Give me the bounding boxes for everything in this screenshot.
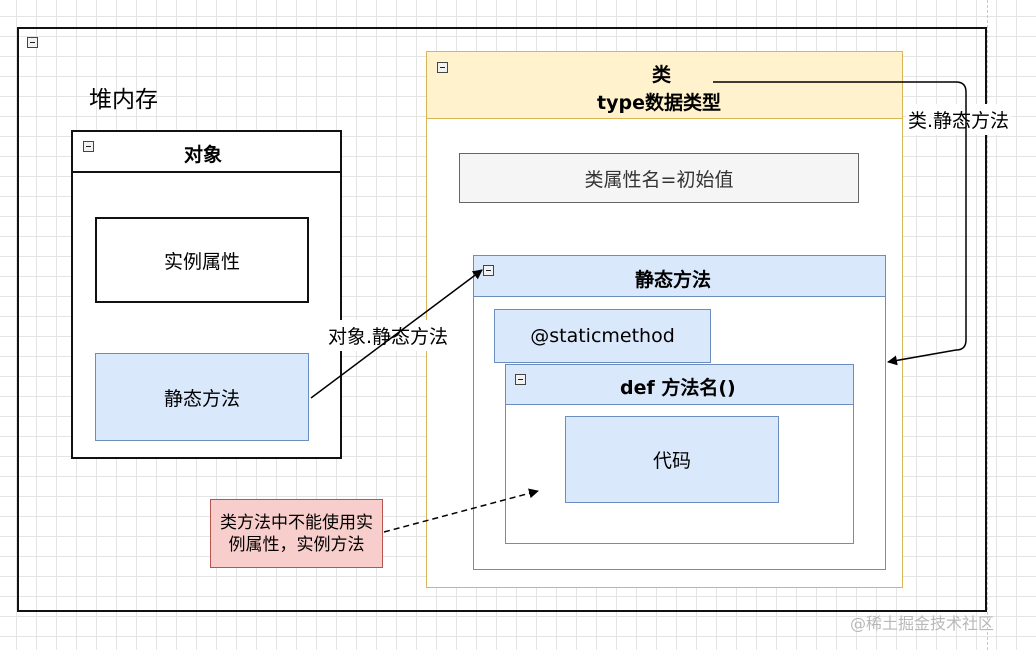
collapse-icon[interactable]: [83, 141, 94, 152]
class-to-static-arrow: [713, 81, 967, 366]
decorator-box[interactable]: @staticmethod: [494, 309, 711, 363]
class-attribute-box[interactable]: 类属性名=初始值: [459, 153, 859, 203]
def-method-title: def 方法名(): [620, 377, 736, 399]
note-box[interactable]: 类方法中不能使用实例属性，实例方法: [210, 499, 383, 568]
note-text: 类方法中不能使用实例属性，实例方法: [220, 512, 373, 555]
collapse-icon[interactable]: [515, 374, 526, 385]
class-call-label: 类.静态方法: [906, 104, 1012, 135]
object-title: 对象: [184, 144, 223, 166]
object-to-static-arrow: [310, 269, 483, 399]
static-method-header: [473, 255, 886, 297]
code-box[interactable]: 代码: [565, 416, 779, 503]
instance-attribute-label: 实例属性: [163, 250, 240, 273]
collapse-icon[interactable]: [483, 265, 494, 276]
decorator-label: @staticmethod: [530, 325, 675, 347]
heap-container[interactable]: [17, 27, 987, 612]
collapse-icon[interactable]: [27, 37, 38, 48]
static-method-title: 静态方法: [635, 269, 712, 291]
object-call-label: 对象.静态方法: [326, 320, 451, 351]
collapse-icon[interactable]: [437, 62, 448, 73]
code-label: 代码: [652, 450, 691, 472]
heap-title: 堆内存: [89, 87, 158, 113]
object-header: [71, 130, 342, 173]
watermark: @稀土掘金技术社区: [850, 614, 995, 633]
class-attribute-label: 类属性名=初始值: [584, 168, 734, 191]
instance-attribute-box[interactable]: 实例属性: [95, 217, 309, 303]
note-to-def-arrow: [383, 488, 539, 533]
def-method-header: [505, 364, 854, 405]
page-boundary: [987, 0, 988, 650]
class-subtitle: type数据类型: [597, 92, 721, 114]
class-title: 类: [652, 64, 672, 86]
object-static-method-box[interactable]: 静态方法: [95, 353, 309, 441]
class-header: [426, 51, 903, 119]
object-static-method-label: 静态方法: [163, 387, 240, 410]
